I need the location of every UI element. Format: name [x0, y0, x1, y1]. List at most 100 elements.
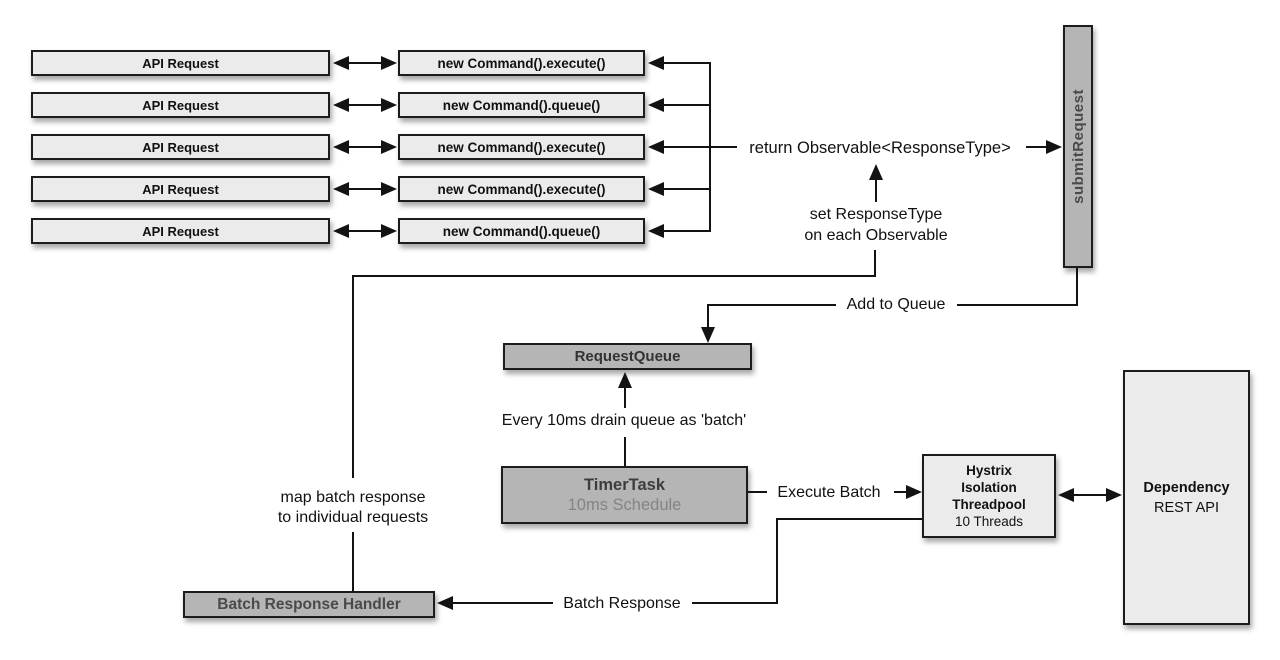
- arrowhead-down-icon: [701, 327, 715, 343]
- submit-request-label: submitRequest: [1069, 89, 1087, 204]
- api-request-box: API Request: [31, 218, 330, 244]
- connector-line: [352, 275, 876, 277]
- hystrix-line3: Threadpool: [952, 497, 1026, 512]
- connector-line: [662, 230, 710, 232]
- hystrix-line2: Isolation: [961, 480, 1017, 495]
- connector-line: [451, 602, 553, 604]
- arrowhead-left-icon: [437, 596, 453, 610]
- batch-response-handler-label: Batch Response Handler: [217, 595, 401, 613]
- arrowhead-left-icon: [1058, 488, 1074, 502]
- arrowhead-left-icon: [333, 98, 349, 112]
- arrowhead-left-icon: [648, 182, 664, 196]
- map-batch-line2: to individual requests: [277, 509, 429, 526]
- command-box: new Command().execute(): [398, 134, 645, 160]
- set-responsetype-line2: on each Observable: [804, 227, 948, 244]
- dependency-subtitle: REST API: [1153, 499, 1219, 516]
- connector-line: [875, 178, 877, 202]
- connector-line: [748, 491, 767, 493]
- execute-batch-label: Execute Batch: [777, 484, 881, 501]
- arrowhead-left-icon: [648, 140, 664, 154]
- arrowhead-left-icon: [333, 224, 349, 238]
- batch-response-handler-box: Batch Response Handler: [183, 591, 435, 618]
- api-request-label: API Request: [142, 97, 219, 113]
- command-label: new Command().execute(): [437, 181, 606, 197]
- connector-line: [662, 104, 710, 106]
- connector-line: [662, 188, 710, 190]
- arrowhead-right-icon: [1046, 140, 1062, 154]
- set-responsetype-line1: set ResponseType: [809, 206, 943, 223]
- arrowhead-right-icon: [381, 98, 397, 112]
- connector-line: [1070, 494, 1110, 496]
- connector-line: [624, 437, 626, 466]
- connector-line: [662, 62, 710, 64]
- connector-line: [957, 304, 1078, 306]
- command-label: new Command().queue(): [442, 223, 601, 239]
- request-queue-box: RequestQueue: [503, 343, 752, 370]
- return-observable-label: return Observable<ResponseType>: [749, 139, 1011, 157]
- request-queue-label: RequestQueue: [574, 348, 681, 365]
- dependency-box: Dependency REST API: [1123, 370, 1250, 625]
- api-request-label: API Request: [142, 223, 219, 239]
- timer-task-box: TimerTask 10ms Schedule: [501, 466, 748, 524]
- connector-line: [776, 518, 778, 604]
- command-label: new Command().queue(): [442, 97, 601, 113]
- api-request-box: API Request: [31, 176, 330, 202]
- map-batch-line1: map batch response: [280, 489, 426, 506]
- timer-task-subtitle: 10ms Schedule: [567, 496, 682, 514]
- connector-line: [347, 146, 383, 148]
- connector-line: [347, 230, 383, 232]
- set-responsetype-label: set ResponseType on each Observable: [786, 204, 966, 246]
- connector-line: [352, 532, 354, 591]
- connector-line: [347, 104, 383, 106]
- arrowhead-up-icon: [618, 372, 632, 388]
- collector-line: [709, 62, 711, 232]
- connector-line: [711, 146, 737, 148]
- command-box: new Command().queue(): [398, 218, 645, 244]
- arrowhead-left-icon: [333, 56, 349, 70]
- connector-line: [777, 518, 922, 520]
- timer-task-title: TimerTask: [583, 476, 666, 494]
- connector-line: [708, 304, 836, 306]
- arrowhead-right-icon: [381, 224, 397, 238]
- batch-response-label: Batch Response: [563, 595, 681, 612]
- connector-line: [874, 250, 876, 277]
- map-batch-label: map batch response to individual request…: [263, 488, 443, 528]
- api-request-box: API Request: [31, 134, 330, 160]
- command-box: new Command().queue(): [398, 92, 645, 118]
- connector-line: [347, 62, 383, 64]
- connector-line: [347, 188, 383, 190]
- connector-line: [894, 491, 908, 493]
- connector-line: [692, 602, 778, 604]
- connector-line: [707, 304, 709, 329]
- api-request-label: API Request: [142, 55, 219, 71]
- arrowhead-right-icon: [1106, 488, 1122, 502]
- drain-queue-label: Every 10ms drain queue as 'batch': [501, 412, 747, 429]
- hystrix-threadpool-box: Hystrix Isolation Threadpool 10 Threads: [922, 454, 1056, 538]
- hystrix-line4: 10 Threads: [954, 514, 1024, 529]
- api-request-label: API Request: [142, 181, 219, 197]
- connector-line: [352, 275, 354, 478]
- command-label: new Command().execute(): [437, 139, 606, 155]
- command-box: new Command().execute(): [398, 50, 645, 76]
- arrowhead-left-icon: [648, 98, 664, 112]
- connector-line: [662, 146, 710, 148]
- connector-line: [1026, 146, 1048, 148]
- connector-line: [1076, 268, 1078, 306]
- submit-request-box: submitRequest: [1063, 25, 1093, 268]
- arrowhead-left-icon: [333, 182, 349, 196]
- api-request-label: API Request: [142, 139, 219, 155]
- api-request-box: API Request: [31, 50, 330, 76]
- api-request-box: API Request: [31, 92, 330, 118]
- arrowhead-left-icon: [333, 140, 349, 154]
- arrowhead-right-icon: [381, 182, 397, 196]
- hystrix-line1: Hystrix: [966, 463, 1012, 478]
- command-box: new Command().execute(): [398, 176, 645, 202]
- arrowhead-right-icon: [381, 56, 397, 70]
- arrowhead-left-icon: [648, 224, 664, 238]
- command-label: new Command().execute(): [437, 55, 606, 71]
- dependency-title: Dependency: [1143, 479, 1230, 496]
- arrowhead-right-icon: [381, 140, 397, 154]
- arrowhead-left-icon: [648, 56, 664, 70]
- add-to-queue-label: Add to Queue: [846, 296, 946, 313]
